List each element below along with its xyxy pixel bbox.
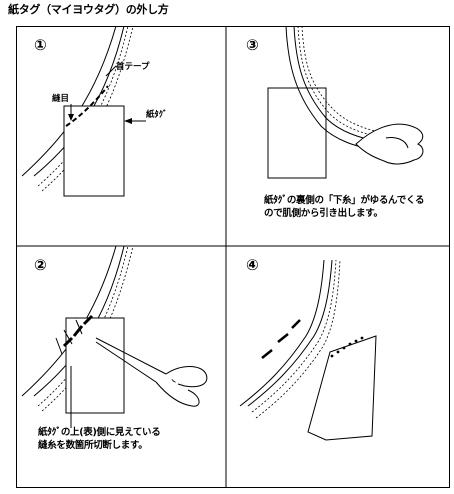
neck-tape-label: 首テープ xyxy=(116,62,150,72)
step-1-panel: ① 首テープ 縫目 紙ﾀｸﾞ xyxy=(16,25,226,246)
step-2-caption-line-2: 縫糸を数箇所切断します。 xyxy=(38,440,148,451)
step-2-number: ② xyxy=(34,256,47,274)
step-3-caption: 紙ﾀｸﾞの裏側の「下糸」がゆるんでくる ので肌側から引き出します。 xyxy=(264,194,424,220)
step-3-caption-line-1: 紙ﾀｸﾞの裏側の「下糸」がゆるんでくる xyxy=(264,195,425,206)
step-1-number: ① xyxy=(34,36,47,54)
step-3-panel: ③ 紙ﾀｸﾞの裏側の「下糸」がゆるんでくる ので肌側から引き出します。 xyxy=(226,25,450,246)
hand-icon xyxy=(355,123,424,165)
step-4-panel: ④ xyxy=(226,246,450,488)
step-2-illustration xyxy=(21,245,208,428)
step-3-illustration xyxy=(267,25,424,179)
step-2-caption-line-1: 紙ﾀｸﾞの上(表)側に見えている xyxy=(38,427,161,438)
step-4-number: ④ xyxy=(246,256,259,274)
step-1-illustration xyxy=(21,25,146,197)
step-4-illustration xyxy=(239,259,377,441)
instruction-grid: ① 首テープ 縫目 紙ﾀｸﾞ ③ xyxy=(16,25,450,488)
step-2-caption: 紙ﾀｸﾞの上(表)側に見えている 縫糸を数箇所切断します。 xyxy=(38,426,161,452)
scissors-icon xyxy=(95,337,208,407)
step-2-panel: ② 紙ﾀｸﾞの上(表)側に見えている 縫糸を数箇所切断します。 xyxy=(16,245,226,488)
seam-label: 縫目 xyxy=(52,94,70,104)
page-title: 紙タグ（マイヨウタグ）の外し方 xyxy=(8,3,169,16)
grid-lines xyxy=(16,26,450,488)
paper-tag-label: 紙ﾀｸﾞ xyxy=(146,110,168,120)
tag-punch-holes xyxy=(330,336,364,358)
step-3-caption-line-2: ので肌側から引き出します。 xyxy=(264,208,383,219)
step-3-number: ③ xyxy=(246,36,259,54)
